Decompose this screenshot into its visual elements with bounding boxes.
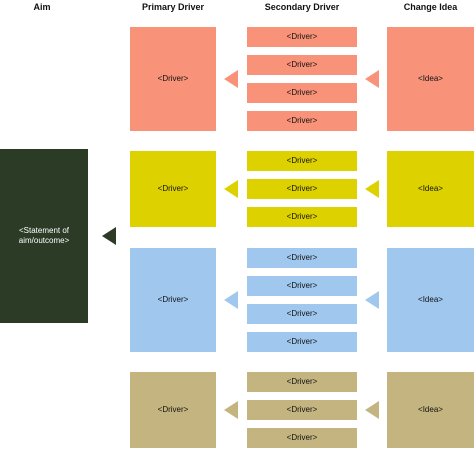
change-idea-box[interactable]: <Idea> xyxy=(387,248,474,352)
primary-driver-box[interactable]: <Driver> xyxy=(130,27,216,131)
header-secondary-driver: Secondary Driver xyxy=(264,2,340,12)
primary-driver-box[interactable]: <Driver> xyxy=(130,248,216,352)
idea-arrow-icon xyxy=(365,401,379,419)
secondary-driver-box[interactable]: <Driver> xyxy=(247,276,357,296)
secondary-driver-box[interactable]: <Driver> xyxy=(247,111,357,131)
secondary-driver-box[interactable]: <Driver> xyxy=(247,248,357,268)
secondary-driver-box[interactable]: <Driver> xyxy=(247,428,357,448)
primary-arrow-icon xyxy=(224,180,238,198)
secondary-driver-box[interactable]: <Driver> xyxy=(247,372,357,392)
secondary-driver-box[interactable]: <Driver> xyxy=(247,55,357,75)
secondary-driver-box[interactable]: <Driver> xyxy=(247,27,357,47)
primary-arrow-icon xyxy=(224,401,238,419)
change-idea-box[interactable]: <Idea> xyxy=(387,27,474,131)
aim-arrow-icon xyxy=(102,227,116,245)
idea-arrow-icon xyxy=(365,180,379,198)
primary-driver-box[interactable]: <Driver> xyxy=(130,372,216,448)
secondary-driver-box[interactable]: <Driver> xyxy=(247,179,357,199)
header-primary-driver: Primary Driver xyxy=(141,2,205,12)
header-change-idea: Change Idea xyxy=(403,2,458,12)
change-idea-box[interactable]: <Idea> xyxy=(387,151,474,227)
change-idea-box[interactable]: <Idea> xyxy=(387,372,474,448)
secondary-driver-box[interactable]: <Driver> xyxy=(247,151,357,171)
idea-arrow-icon xyxy=(365,291,379,309)
primary-arrow-icon xyxy=(224,70,238,88)
secondary-driver-box[interactable]: <Driver> xyxy=(247,207,357,227)
idea-arrow-icon xyxy=(365,70,379,88)
secondary-driver-box[interactable]: <Driver> xyxy=(247,83,357,103)
primary-driver-box[interactable]: <Driver> xyxy=(130,151,216,227)
aim-box[interactable]: <Statement of aim/outcome> xyxy=(0,149,88,323)
primary-arrow-icon xyxy=(224,291,238,309)
header-aim: Aim xyxy=(33,2,51,12)
secondary-driver-box[interactable]: <Driver> xyxy=(247,400,357,420)
secondary-driver-box[interactable]: <Driver> xyxy=(247,332,357,352)
secondary-driver-box[interactable]: <Driver> xyxy=(247,304,357,324)
